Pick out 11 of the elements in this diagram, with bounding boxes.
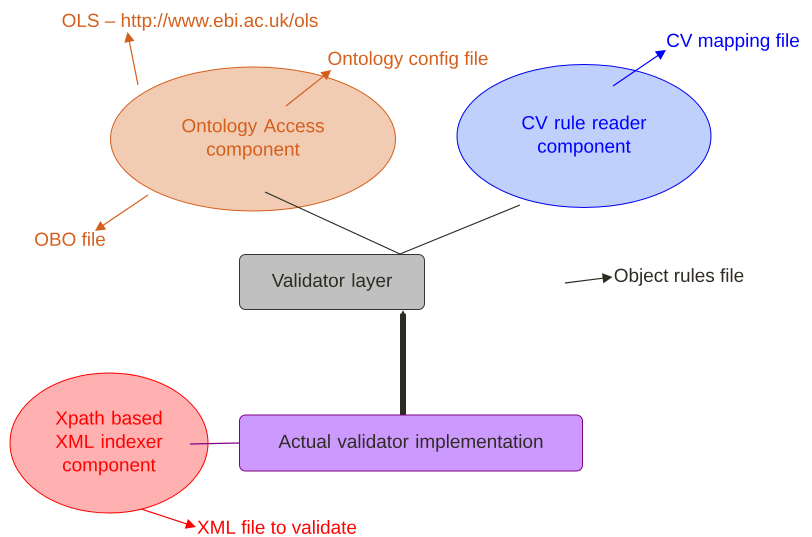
file-label: CV mapping file <box>667 33 799 51</box>
connector-line <box>264 191 400 255</box>
implementation-box: Actual validator implementation <box>239 414 583 472</box>
connector-line <box>400 204 520 255</box>
file-label: OBO file <box>35 232 105 246</box>
connector-line <box>190 442 240 445</box>
file-label: XML file to validate <box>197 520 356 534</box>
layer-box: Validator layer <box>239 254 425 310</box>
file-label: OLS – http://www.ebi.ac.uk/ols <box>62 13 318 31</box>
arrow <box>95 194 148 231</box>
file-label: Object rules file <box>614 268 744 286</box>
